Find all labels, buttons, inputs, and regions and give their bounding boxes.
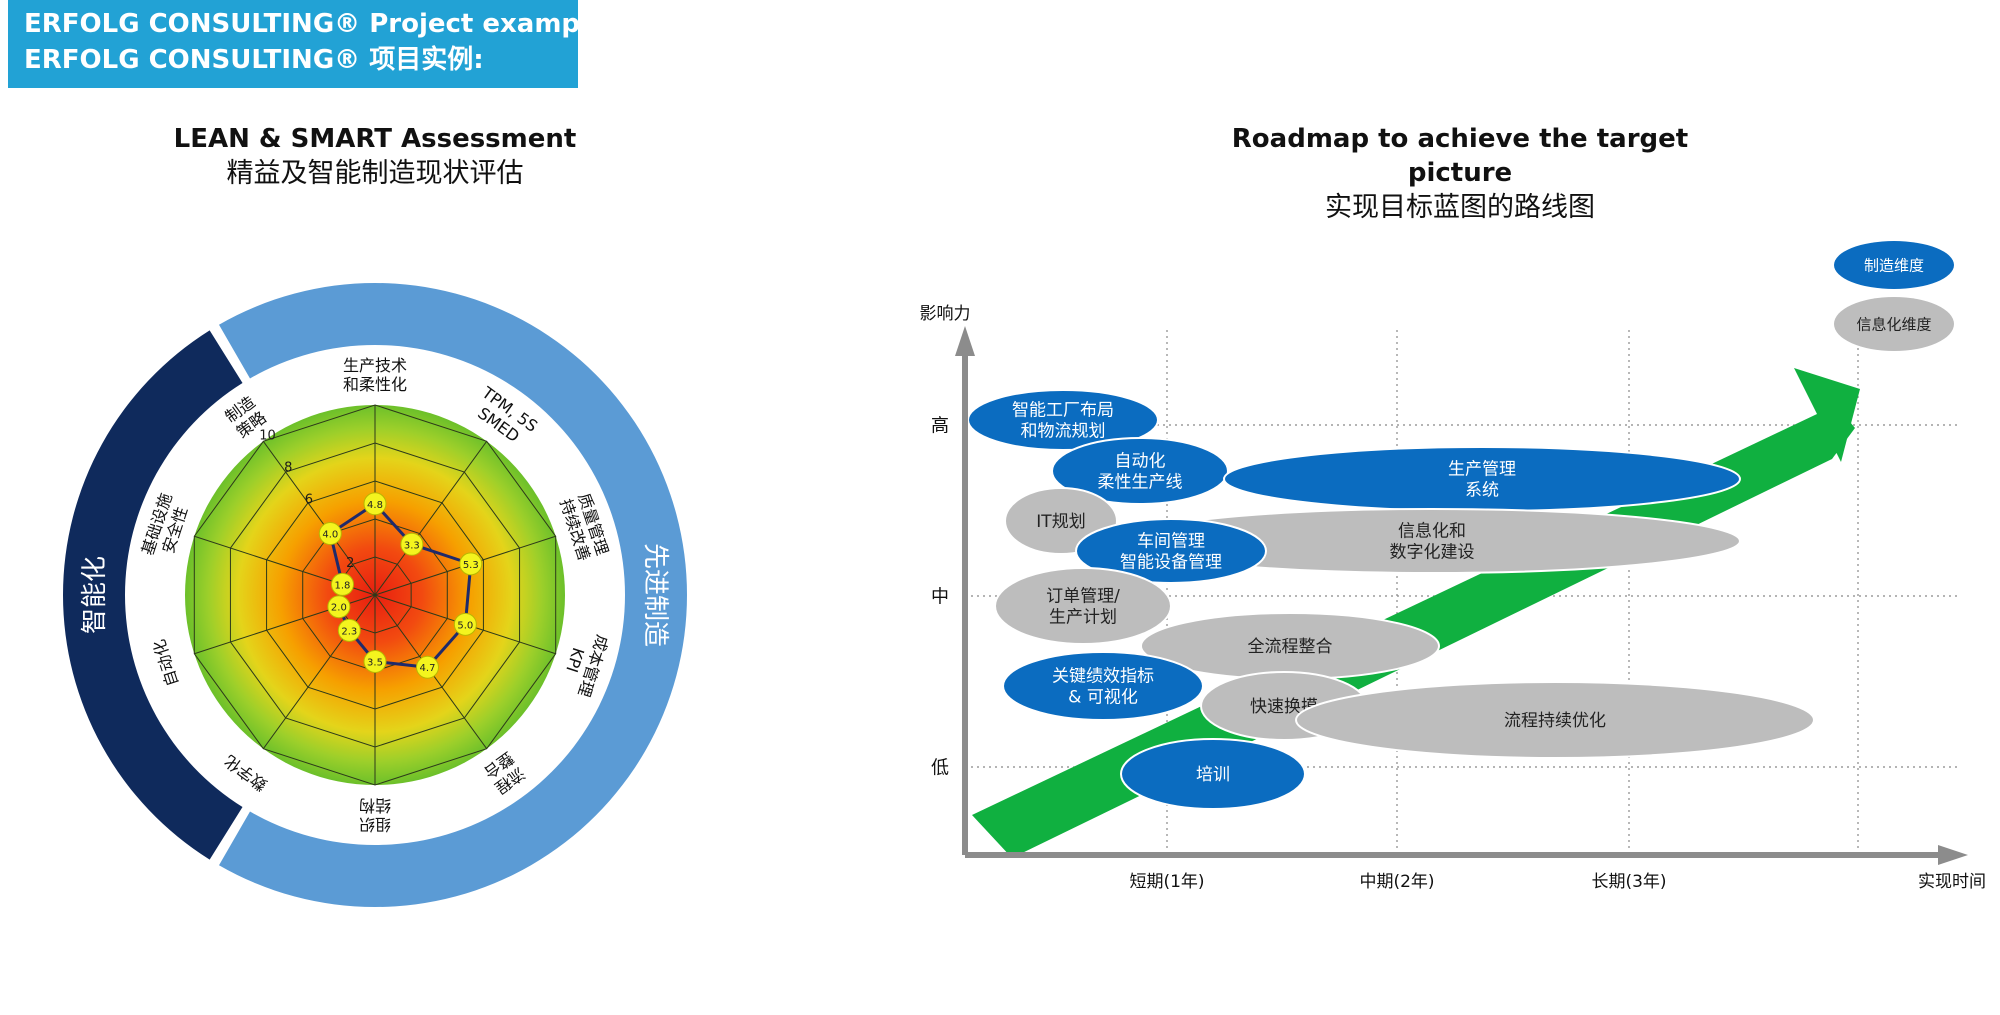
roadmap-title-en: Roadmap to achieve the target picture: [1231, 124, 1689, 188]
roadmap-item-ellipse: [994, 567, 1172, 645]
radar-scale-label: 6: [305, 492, 313, 507]
y-tick-label: 低: [931, 757, 949, 778]
legend-gray-label: 信息化维度: [1856, 315, 1931, 333]
legend-blue-label: 制造维度: [1864, 256, 1924, 274]
roadmap-item-label: 信息化和数字化建设: [1390, 521, 1475, 562]
radar-point: [327, 595, 351, 619]
radar-spoke: [374, 440, 488, 596]
roadmap-title: Roadmap to achieve the target picture 实现…: [1180, 122, 1740, 226]
roadmap-item-label: 全流程整合: [1248, 637, 1333, 657]
radar-point: [363, 492, 387, 516]
radar-point: [330, 572, 354, 596]
radar-point: [459, 552, 483, 576]
ring-segment-left: [62, 330, 243, 860]
legend-gray-marker: [1834, 297, 1954, 351]
radar-point-label: 4.8: [367, 500, 383, 511]
radar-scale-label: 10: [259, 429, 276, 444]
radar-point: [453, 612, 477, 636]
roadmap-item-label: 订单管理/生产计划: [1046, 586, 1120, 627]
roadmap-item-label: 生产管理系统: [1448, 459, 1516, 500]
radar-point-label: 3.5: [367, 658, 383, 669]
roadmap-item-label: 车间管理智能设备管理: [1120, 531, 1222, 572]
roadmap-item-ellipse: [1120, 738, 1306, 810]
radar-point-label: 5.0: [457, 620, 473, 631]
ring-label-left: 智能化: [80, 556, 110, 634]
radar-point-label: 3.3: [404, 540, 420, 551]
y-axis-label: 影响力: [920, 304, 971, 324]
roadmap-item-label: 自动化柔性生产线: [1098, 451, 1183, 492]
x-tick-label: 长期(3年): [1591, 872, 1666, 892]
y-tick-label: 中: [931, 586, 949, 607]
radar-axis-label: 制造策略: [222, 392, 270, 442]
ring-label-right: 先进制造: [640, 543, 670, 647]
radar-spoke: [262, 594, 376, 750]
header-banner: ERFOLG CONSULTING® Project example: ERFO…: [8, 0, 617, 88]
radar-point: [415, 655, 439, 679]
roadmap-item-ellipse: [1075, 518, 1267, 584]
banner-line-2: ERFOLG CONSULTING® 项目实例:: [24, 45, 484, 75]
radar-point: [337, 618, 361, 642]
assessment-title-en: LEAN & SMART Assessment: [173, 124, 577, 154]
radar-spoke: [262, 440, 376, 596]
radar-point-label: 4.0: [322, 530, 338, 541]
roadmap-item-label: 关键绩效指标& 可视化: [1052, 666, 1154, 707]
roadmap-title-cn: 实现目标蓝图的路线图: [1325, 192, 1595, 223]
radar-series: 4.8 3.3 5.3 5.0 4.7 3.5 2.3 2.0 1.8 4.0: [318, 492, 483, 679]
radar-axis-label: 生产技术和柔性化: [343, 356, 407, 394]
roadmap-item-label: 培训: [1196, 765, 1230, 785]
assessment-title-cn: 精益及智能制造现状评估: [226, 158, 524, 189]
arrow-head: [1794, 368, 1860, 462]
radar-scale-label: 8: [284, 461, 292, 476]
radar-grid: [185, 404, 565, 786]
x-tick-label: 短期(1年): [1129, 872, 1204, 892]
y-axis-arrowhead: [955, 326, 975, 356]
assessment-title: LEAN & SMART Assessment 精益及智能制造现状评估: [160, 122, 590, 192]
x-tick-label: 中期(2年): [1359, 872, 1434, 892]
legend-blue-marker: [1834, 241, 1954, 289]
radar-point-label: 1.8: [335, 580, 351, 591]
y-tick-label: 高: [931, 415, 949, 436]
roadmap-item-ellipse: [1002, 651, 1204, 721]
x-axis-arrowhead: [1938, 845, 1968, 865]
outer-ring: 先进制造 智能化: [62, 283, 687, 908]
radar-point-label: 2.0: [331, 603, 347, 614]
roadmap-item-label: 流程持续优化: [1504, 711, 1606, 731]
radar-point-label: 2.3: [341, 626, 357, 637]
radar-point-label: 5.3: [463, 560, 479, 571]
roadmap-item-label: IT规划: [1036, 512, 1085, 532]
radar-scale-label: 2: [346, 556, 354, 571]
radar-point: [400, 532, 424, 556]
roadmap-item-ellipse: [1295, 681, 1815, 759]
roadmap-item-label: 智能工厂布局和物流规划: [1012, 400, 1114, 441]
roadmap-item-ellipse: [1051, 437, 1229, 505]
radar-point: [363, 650, 387, 673]
radar-point-label: 4.7: [420, 663, 436, 674]
x-axis-label: 实现时间: [1918, 872, 1986, 892]
ring-segment-right: [219, 283, 687, 908]
radar-axis-label: 组织结构: [359, 796, 391, 834]
radar-point: [318, 522, 342, 546]
banner-line-1: ERFOLG CONSULTING® Project example:: [24, 9, 617, 39]
